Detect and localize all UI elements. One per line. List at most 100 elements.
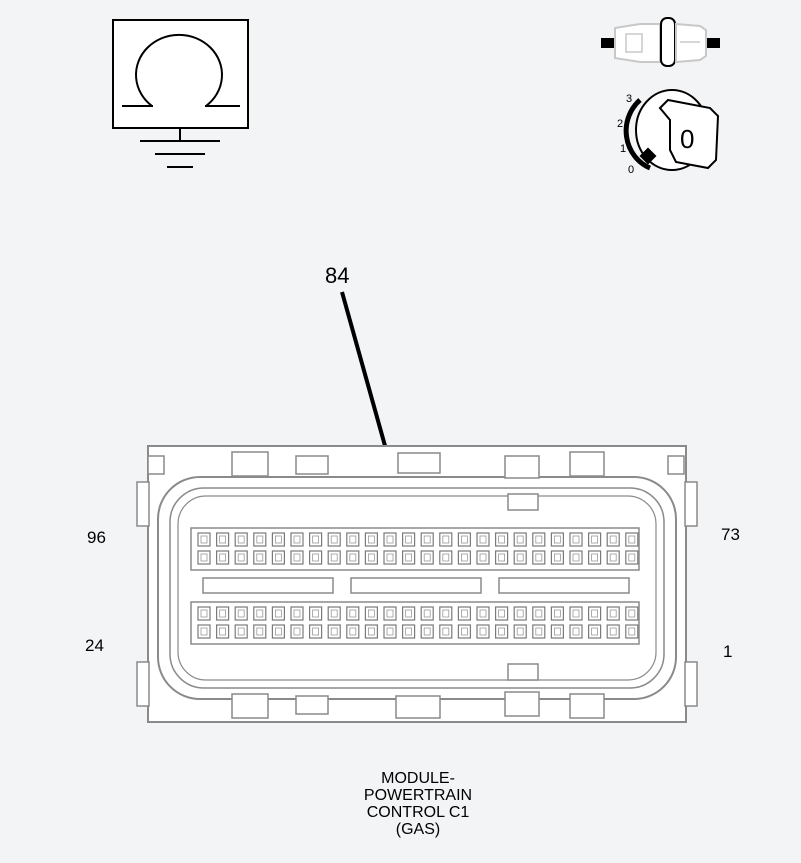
pin-terminal xyxy=(479,609,487,618)
pin-terminal xyxy=(442,553,450,562)
pin-terminal xyxy=(572,627,580,636)
pin-terminal xyxy=(367,609,375,618)
pin-cavity xyxy=(309,624,323,639)
pin-cavity xyxy=(364,550,378,565)
pin-cavity xyxy=(606,624,620,639)
pin-terminal xyxy=(535,627,543,636)
pin-terminal xyxy=(609,609,617,618)
pin-terminal xyxy=(293,535,301,544)
pin-terminal xyxy=(591,535,598,544)
callout-pin-label: 84 xyxy=(325,263,350,288)
pin-cavity xyxy=(253,550,267,565)
pin-cavity xyxy=(197,550,211,565)
pin-cavity xyxy=(271,550,285,565)
pin-cavity xyxy=(457,532,471,547)
pin-terminal xyxy=(349,627,357,636)
pin-cavity xyxy=(606,606,620,621)
pin-label-bottom-left: 24 xyxy=(85,636,104,655)
pin-terminal xyxy=(200,609,208,618)
pin-cavity xyxy=(383,624,397,639)
pin-cavity xyxy=(402,532,416,547)
pin-terminal xyxy=(554,627,561,636)
pin-terminal xyxy=(516,553,524,562)
ignition-position-2: 2 xyxy=(617,118,623,130)
pin-terminal xyxy=(479,535,487,544)
pin-cavity xyxy=(420,550,434,565)
caption-line-3: CONTROL C1 xyxy=(366,804,470,821)
pin-terminal xyxy=(219,609,227,618)
pin-terminal xyxy=(572,609,580,618)
pin-terminal xyxy=(386,535,394,544)
pin-cavity xyxy=(439,532,453,547)
pin-cavity xyxy=(495,606,509,621)
pin-cavity xyxy=(234,606,248,621)
pin-terminal xyxy=(442,627,450,636)
pin-cavity xyxy=(346,606,360,621)
pin-terminal xyxy=(442,535,450,544)
pin-cavity xyxy=(513,606,527,621)
pin-cavity xyxy=(625,550,639,565)
pin-cavity xyxy=(271,606,285,621)
pin-terminal xyxy=(256,553,264,562)
pin-cavity xyxy=(420,606,434,621)
caption-line-1: MODULE- xyxy=(381,770,455,787)
pin-terminal xyxy=(219,535,227,544)
pin-terminal xyxy=(312,627,320,636)
pin-terminal xyxy=(591,627,598,636)
pin-terminal xyxy=(628,535,636,544)
pin-cavity xyxy=(550,624,565,639)
pin-terminal xyxy=(460,627,468,636)
pin-terminal xyxy=(535,535,543,544)
pin-cavity xyxy=(216,532,230,547)
pin-cavity xyxy=(495,624,509,639)
pin-cavity xyxy=(587,550,602,565)
pin-terminal xyxy=(423,553,431,562)
pin-cavity xyxy=(234,550,248,565)
pin-cavity xyxy=(532,606,546,621)
pin-cavity xyxy=(327,532,341,547)
pin-terminal xyxy=(516,535,524,544)
pin-cavity xyxy=(271,532,285,547)
pin-terminal xyxy=(572,535,580,544)
pin-cavity xyxy=(290,624,304,639)
pin-cavity xyxy=(364,624,378,639)
pin-cavity xyxy=(327,550,341,565)
pin-cavity xyxy=(457,606,471,621)
pin-terminal xyxy=(423,609,431,618)
ignition-position-1: 1 xyxy=(620,143,626,155)
pin-terminal xyxy=(628,609,636,618)
pin-cavity xyxy=(197,532,211,547)
pin-cavity xyxy=(550,606,565,621)
pin-terminal xyxy=(460,535,468,544)
pin-cavity xyxy=(606,532,620,547)
pin-cavity xyxy=(383,532,397,547)
pin-cavity xyxy=(234,532,248,547)
pin-cavity xyxy=(271,624,285,639)
pin-terminal xyxy=(554,609,561,618)
pin-terminal xyxy=(293,609,301,618)
pin-terminal xyxy=(628,553,636,562)
pin-cavity xyxy=(364,606,378,621)
pin-terminal xyxy=(479,553,487,562)
pin-terminal xyxy=(554,553,561,562)
pin-terminal xyxy=(591,553,598,562)
pin-cavity xyxy=(457,624,471,639)
pin-terminal xyxy=(572,553,580,562)
pin-cavity xyxy=(402,606,416,621)
pin-cavity xyxy=(216,624,230,639)
pin-cavity xyxy=(402,550,416,565)
pin-terminal xyxy=(516,609,524,618)
pin-terminal xyxy=(256,535,264,544)
pin-terminal xyxy=(609,627,617,636)
pin-terminal xyxy=(330,535,338,544)
pin-terminal xyxy=(274,609,282,618)
pin-cavity xyxy=(532,550,546,565)
pin-terminal xyxy=(609,553,617,562)
pin-terminal xyxy=(442,609,450,618)
pin-terminal xyxy=(405,535,413,544)
pin-terminal xyxy=(293,553,301,562)
pin-terminal xyxy=(312,609,320,618)
